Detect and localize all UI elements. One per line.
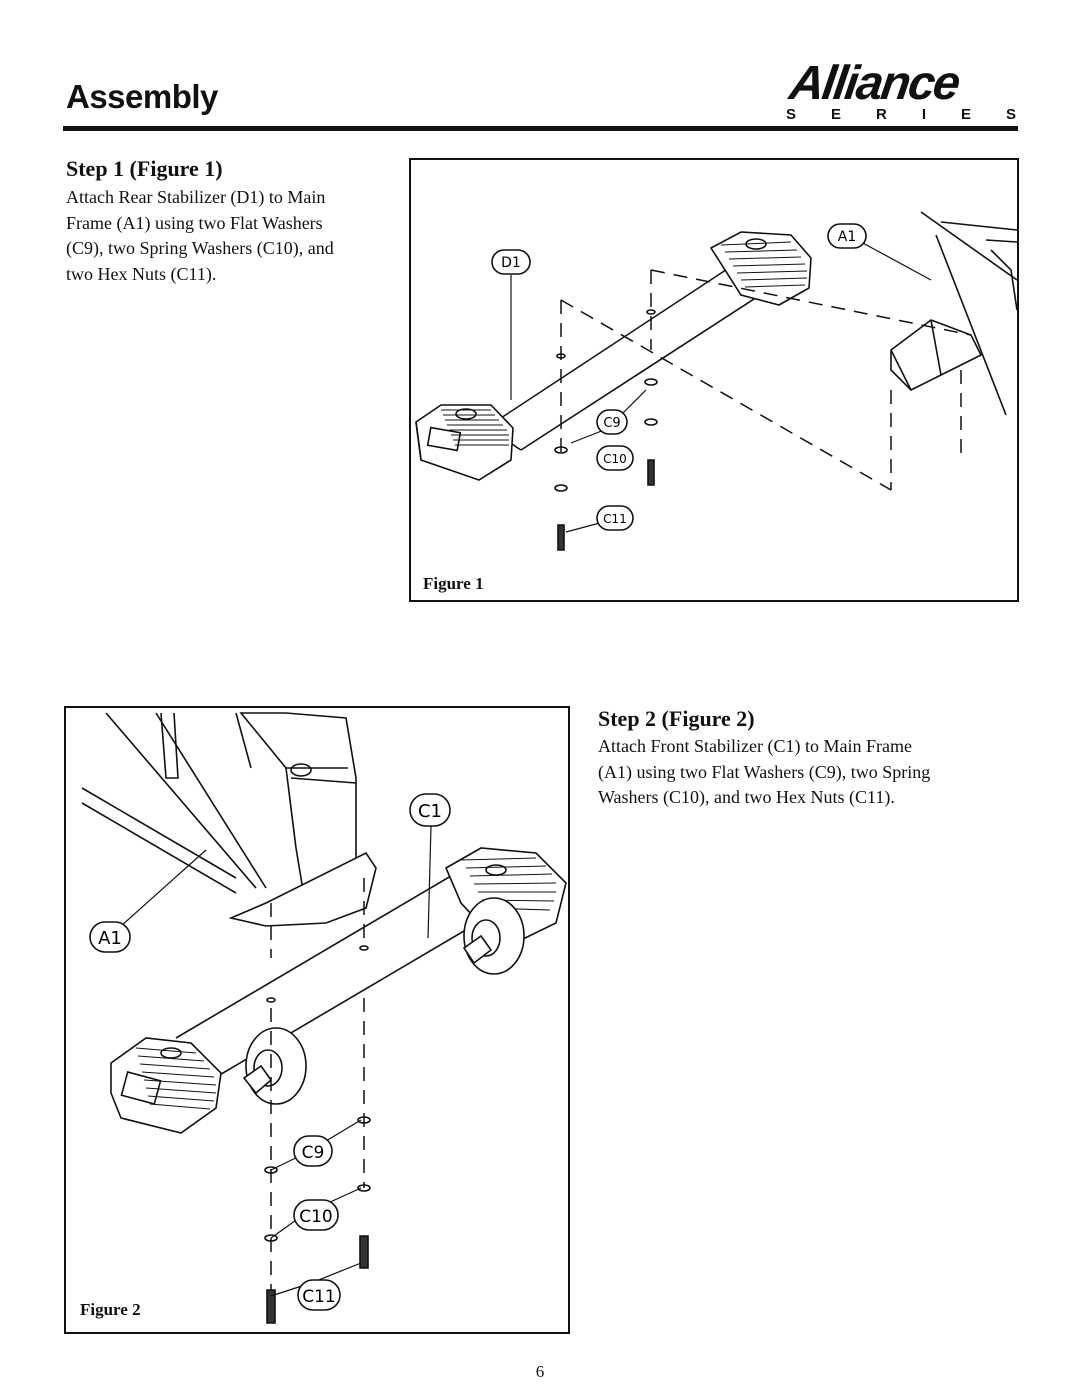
label-a1: A1 — [838, 229, 856, 245]
header-rule — [63, 126, 1018, 131]
label-c11: C11 — [603, 512, 627, 526]
step1-instructions: Attach Rear Stabilizer (D1) to Main Fram… — [66, 187, 334, 284]
label-c9: C9 — [603, 416, 620, 431]
figure1-caption: Figure 1 — [423, 574, 484, 593]
page-title: Assembly — [66, 78, 218, 115]
figure2-caption: Figure 2 — [80, 1300, 141, 1319]
step2-heading: Step 2 (Figure 2) — [598, 706, 755, 731]
figure2-diagram: C1 A1 C9 C10 C11 — [81, 712, 567, 1328]
label-c10: C10 — [299, 1207, 333, 1227]
step2-instructions: Attach Front Stabilizer (C1) to Main Fra… — [598, 736, 931, 807]
page-number: 6 — [535, 1362, 545, 1381]
label-c11: C11 — [302, 1287, 336, 1307]
label-c10: C10 — [603, 452, 627, 466]
alliance-series-logo: Alliance S E R I E S — [782, 56, 1022, 126]
logo-series-letters: S E R I E S — [786, 106, 1016, 123]
figure2-box: C1 A1 C9 C10 C11 Figure 2 — [64, 706, 570, 1334]
figure1-box: D1 A1 C9 C10 C11 Figure 1 — [409, 158, 1019, 602]
label-a1: A1 — [98, 928, 122, 949]
label-c9: C9 — [302, 1143, 325, 1163]
figure1-diagram: D1 A1 C9 C10 C11 — [415, 211, 1018, 551]
label-d1: D1 — [501, 255, 521, 271]
label-c1: C1 — [418, 801, 442, 822]
step1-heading: Step 1 (Figure 1) — [66, 156, 223, 181]
logo-wordmark: Alliance — [786, 57, 962, 110]
